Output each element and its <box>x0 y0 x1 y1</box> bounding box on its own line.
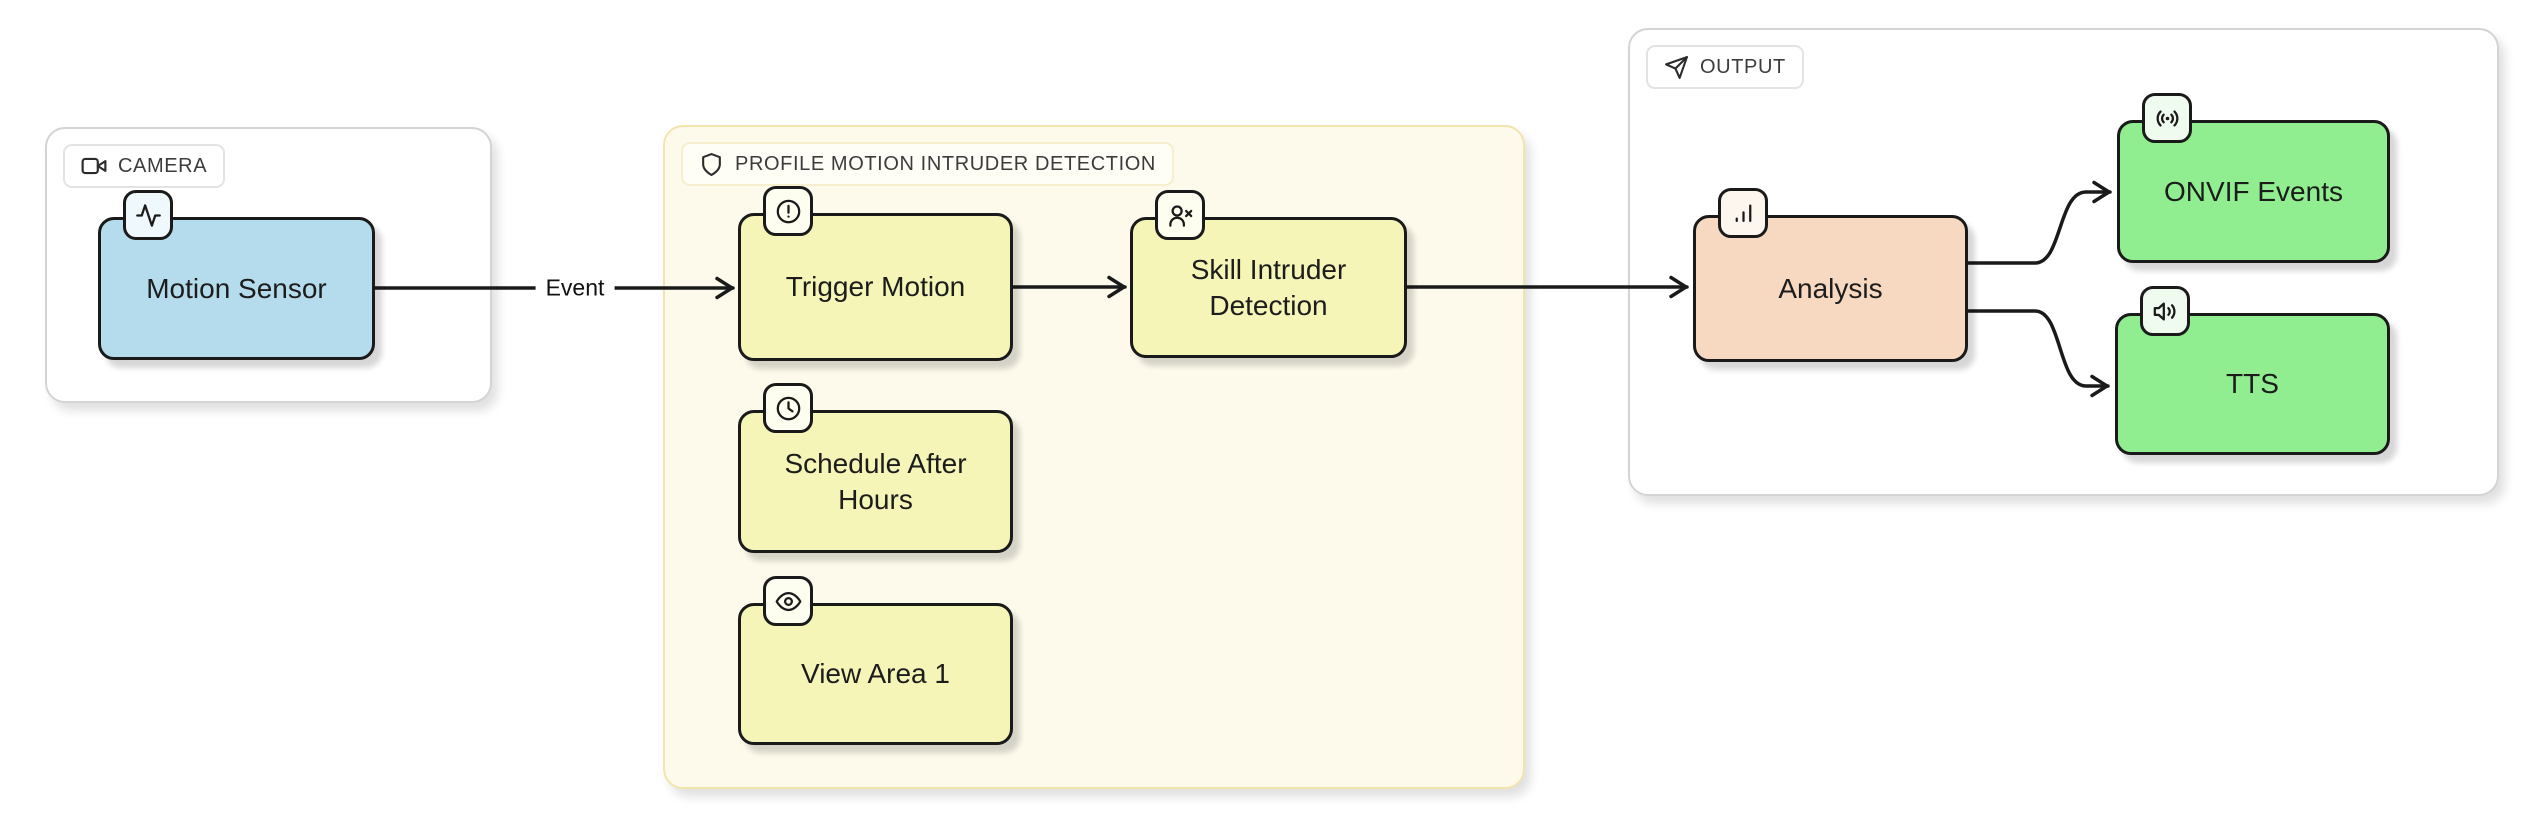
node-analysis-label: Analysis <box>1778 272 1883 304</box>
eye-icon <box>763 576 813 626</box>
video-camera-icon <box>81 153 107 179</box>
activity-icon <box>123 190 173 240</box>
node-view-area-1[interactable]: View Area 1 <box>738 576 1013 745</box>
node-motion-sensor-label: Motion Sensor <box>146 272 327 304</box>
edge-analysis-to-tts <box>1966 309 2110 398</box>
node-schedule-after-hours-label: Schedule After Hours <box>784 447 967 515</box>
group-output-label: OUTPUT <box>1700 55 1786 78</box>
node-onvif-events-label: ONVIF Events <box>2164 175 2343 207</box>
edge-analysis-to-onvif-events <box>1966 180 2112 265</box>
group-camera-chip: CAMERA <box>63 144 226 188</box>
node-trigger-motion-label: Trigger Motion <box>785 271 966 302</box>
node-motion-sensor[interactable]: Motion Sensor <box>98 190 375 360</box>
node-trigger-motion[interactable]: Trigger Motion <box>738 186 1013 361</box>
node-tts-label: TTS <box>2226 368 2279 399</box>
shield-icon <box>699 152 724 177</box>
node-onvif-events[interactable]: ONVIF Events <box>2117 93 2390 263</box>
speaker-icon <box>2140 286 2190 336</box>
node-tts[interactable]: TTS <box>2115 286 2390 455</box>
group-camera-label: CAMERA <box>118 154 208 177</box>
node-schedule-after-hours[interactable]: Schedule After Hours <box>738 383 1013 553</box>
clock-icon <box>763 383 813 433</box>
node-view-area-1-label: View Area 1 <box>801 658 950 689</box>
node-skill-intruder-detection-label: Skill Intruder Detection <box>1190 253 1347 321</box>
user-x-icon <box>1155 190 1205 240</box>
group-profile-chip: PROFILE MOTION INTRUDER DETECTION <box>681 142 1174 186</box>
node-skill-intruder-detection[interactable]: Skill Intruder Detection <box>1130 190 1407 358</box>
group-profile-label: PROFILE MOTION INTRUDER DETECTION <box>735 152 1156 175</box>
send-icon <box>1664 55 1689 80</box>
edge-event-label: Event <box>535 272 615 304</box>
bar-chart-icon <box>1718 188 1768 238</box>
alert-circle-icon <box>763 186 813 236</box>
group-output-chip: OUTPUT <box>1646 45 1804 89</box>
node-analysis[interactable]: Analysis <box>1693 188 1968 362</box>
broadcast-icon <box>2142 93 2192 143</box>
